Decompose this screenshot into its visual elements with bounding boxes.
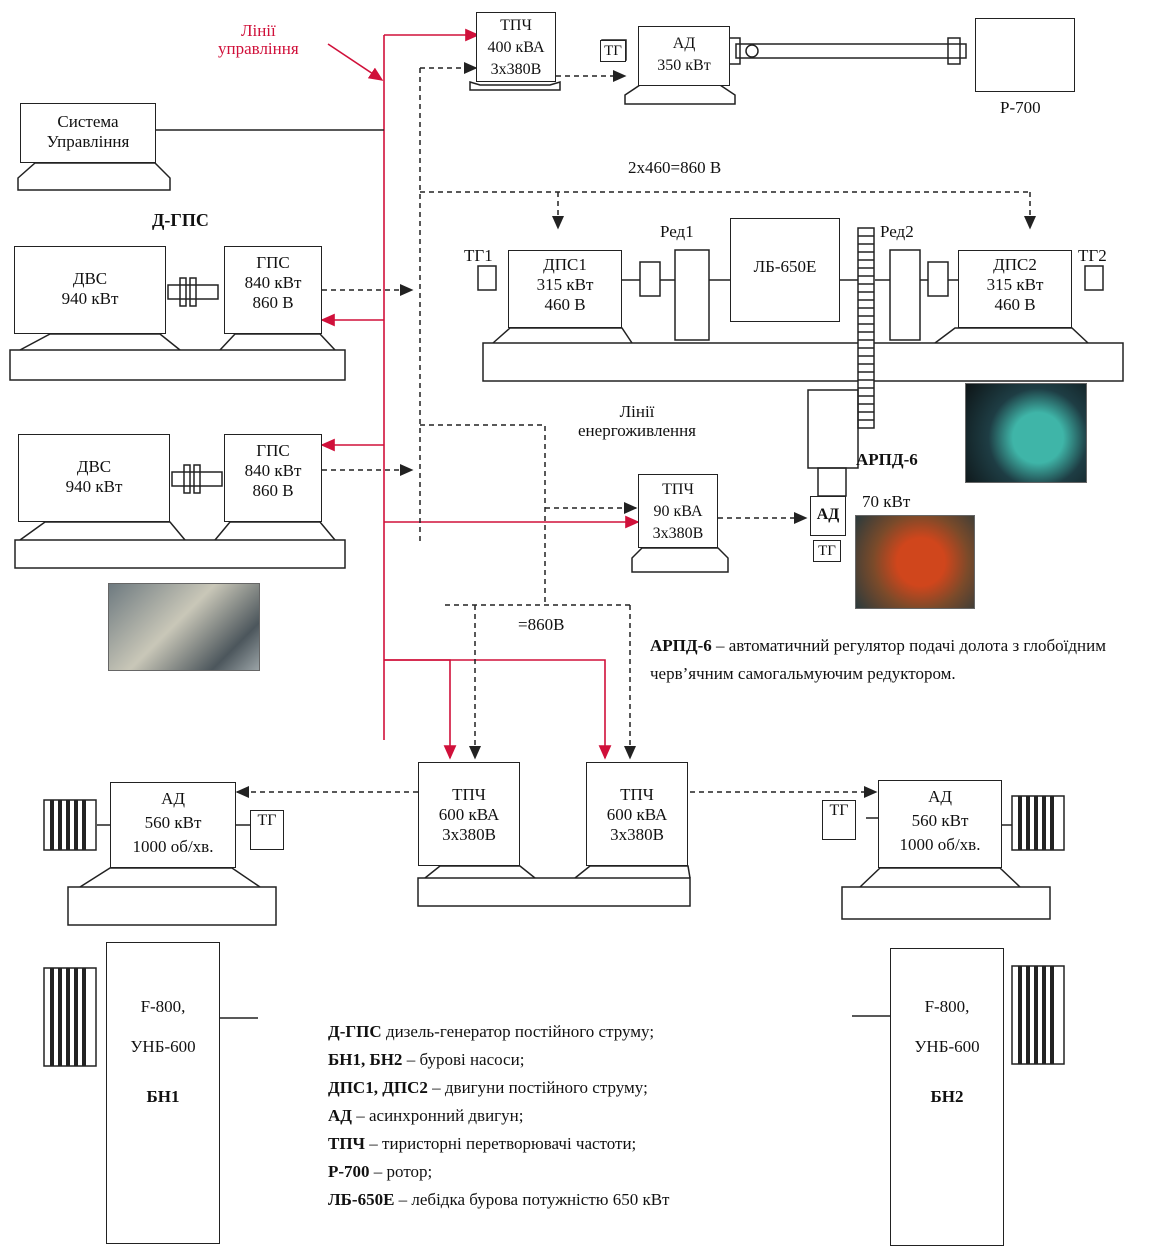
tg2-label: ТГ2 (1078, 246, 1107, 265)
photo-arpd (965, 383, 1087, 483)
legend-item: ЛБ-650Е – лебідка бурова потужністю 650 … (328, 1190, 670, 1209)
lb650-winch-block: ЛБ-650Е (730, 218, 840, 322)
tg-box-ad560b: ТГ (822, 800, 856, 840)
ad-small-block: АД (810, 496, 846, 536)
arpd-note: АРПД-6 – автоматичний регулятор подачі д… (650, 636, 1106, 683)
tg-box-ad560a: ТГ (250, 810, 284, 850)
kw70-label: 70 кВт (862, 492, 911, 511)
rotor-p700-block (975, 18, 1075, 92)
tg-box-ad350: ТГ (600, 40, 626, 62)
legend-item: Р-700 – ротор; (328, 1162, 433, 1181)
legend-item: ТПЧ – тиристорні перетворювачі частоти; (328, 1134, 637, 1153)
solid-lines (97, 37, 1104, 1019)
cooler-fins (43, 795, 1065, 1067)
legend-item: ДПС1, ДПС2 – двигуни постійного струму; (328, 1078, 648, 1097)
dgps-title: Д-ГПС (152, 210, 209, 230)
voltage-860-label: =860В (518, 615, 565, 634)
p700-label: Р-700 (1000, 98, 1041, 117)
legend-item: АД – асинхронний двигун; (328, 1106, 524, 1125)
tg-box-arpd: ТГ (813, 540, 841, 562)
control-lines (320, 28, 640, 760)
arpd6-label: АРПД-6 (856, 450, 918, 469)
red2-label: Ред2 (880, 222, 914, 241)
power-lines (235, 62, 1036, 798)
equipment-bases (9, 80, 1124, 926)
voltage-top-label: 2х460=860 В (628, 158, 722, 177)
red1-label: Ред1 (660, 222, 694, 241)
legend: Д-ГПС дизель-генератор постійного струму… (328, 1018, 669, 1214)
legend-item: БН1, БН2 – бурові насоси; (328, 1050, 525, 1069)
tg1-label: ТГ1 (464, 246, 493, 265)
photo-motor-70kw (855, 515, 975, 609)
photo-generator (108, 583, 260, 671)
legend-item: Д-ГПС дизель-генератор постійного струму… (328, 1022, 655, 1041)
